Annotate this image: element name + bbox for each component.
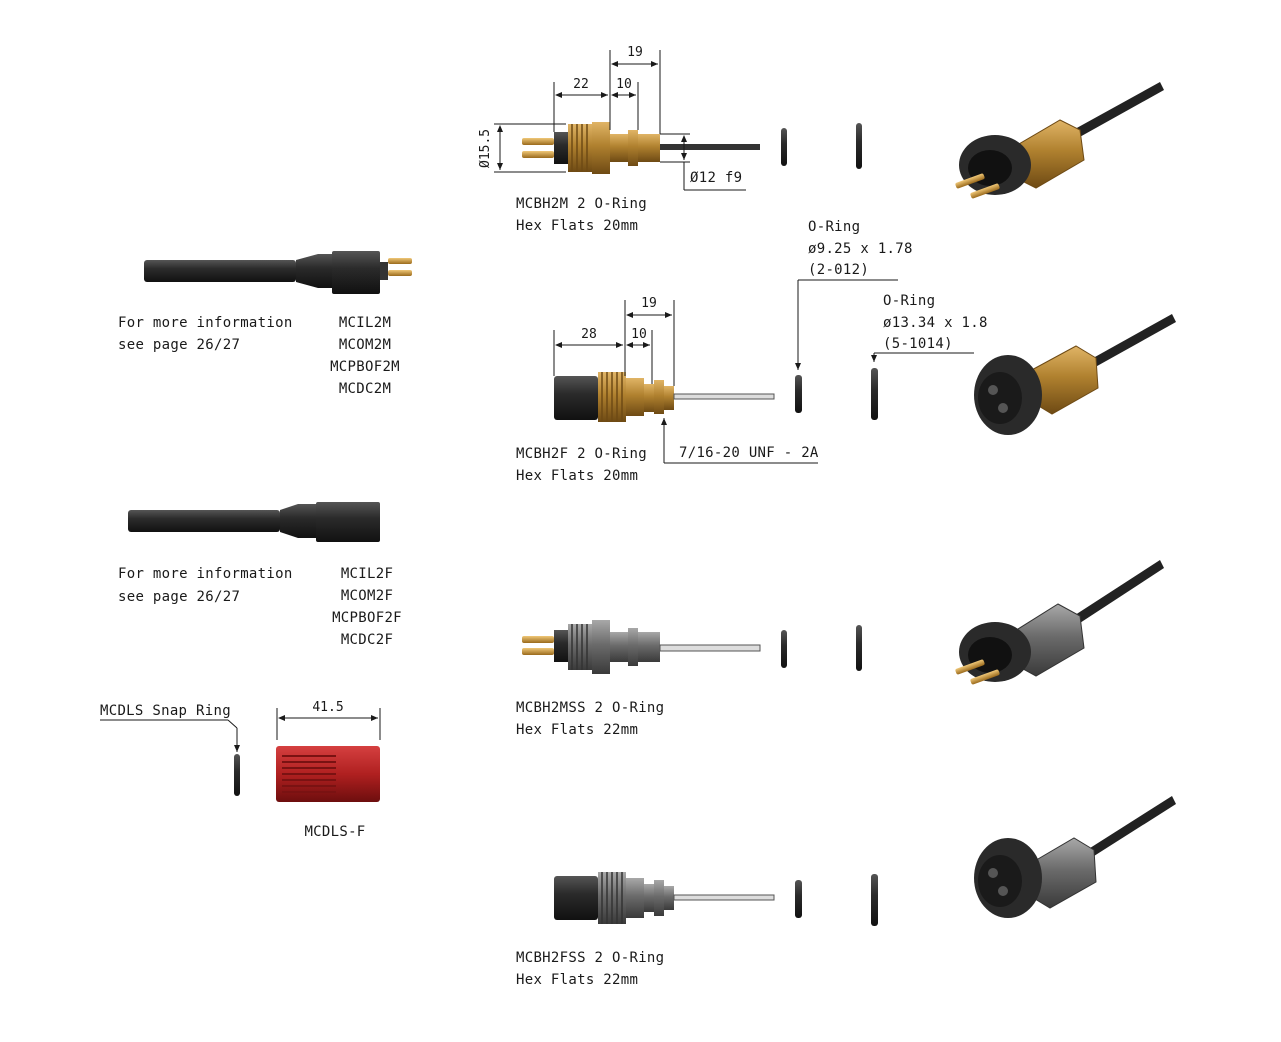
mcbh2f-dim-thread: 28 [581, 327, 597, 342]
mcbh2f-side-view [554, 372, 775, 422]
male-cable-connector [144, 251, 412, 294]
red-lock-sleeve [276, 708, 381, 802]
snap-ring-label: MCDLS Snap Ring [100, 703, 231, 719]
male-info-line2: see page 26/27 [118, 337, 241, 353]
o-ring-2-title: O-Ring [883, 293, 936, 309]
mcbh2m-side-view [522, 122, 760, 174]
female-info-line2: see page 26/27 [118, 589, 241, 605]
mcbh2f-dim-body: 10 [631, 327, 647, 342]
o-ring-1-size: ø9.25 x 1.78 [808, 241, 913, 257]
mcbh2m-name: MCBH2M 2 O-Ring [516, 196, 647, 212]
male-info-line1: For more information [118, 315, 293, 331]
mcbh2m-dim-body: 10 [616, 77, 632, 92]
o-ring-1-code: (2-012) [808, 262, 870, 278]
mcbh2mss-3d-render [955, 560, 1164, 685]
mcbh2m-dim-diameter: Ø15.5 [478, 128, 493, 168]
female-info-line1: For more information [118, 566, 293, 582]
mcbh2f-name: MCBH2F 2 O-Ring [516, 446, 647, 462]
mcbh2f-hex: Hex Flats 20mm [516, 468, 639, 484]
mcbh2f-o-rings [795, 279, 974, 420]
male-model-1: MCIL2M [338, 315, 392, 331]
mcbh2f-dim-overall: 19 [641, 296, 657, 311]
mcbh2f-thread-spec: 7/16-20 UNF - 2A [679, 445, 819, 461]
mcbh2f-dimension-lines [553, 300, 818, 464]
male-model-4: MCDC2M [338, 381, 392, 397]
mcbh2fss-name: MCBH2FSS 2 O-Ring [516, 950, 665, 966]
mcbh2fss-3d-render [974, 796, 1176, 918]
mcbh2mss-name: MCBH2MSS 2 O-Ring [516, 700, 665, 716]
mcbh2fss-side-view [554, 872, 775, 924]
o-ring-1-title: O-Ring [808, 219, 861, 235]
mcbh2mss-o-rings [781, 625, 862, 671]
mcbh2fss-hex: Hex Flats 22mm [516, 972, 639, 988]
o-ring-2-code: (5-1014) [883, 336, 953, 352]
female-cable-connector [128, 502, 380, 542]
mcbh2m-hex: Hex Flats 20mm [516, 218, 639, 234]
snap-ring-callout [100, 719, 240, 796]
sleeve-dimension: 41.5 [312, 700, 344, 715]
female-model-4: MCDC2F [340, 632, 394, 648]
mcbh2m-dim-shaft: Ø12 f9 [690, 170, 743, 186]
mcbh2m-3d-render [955, 82, 1164, 199]
male-model-2: MCOM2M [338, 337, 392, 353]
female-model-1: MCIL2F [340, 566, 394, 582]
mcbh2fss-o-rings [795, 874, 878, 926]
mcbh2f-3d-render [974, 314, 1176, 435]
sleeve-label: MCDLS-F [304, 824, 366, 840]
mcbh2m-dimension-lines [494, 50, 746, 191]
female-model-2: MCOM2F [340, 588, 394, 604]
mcbh2mss-side-view [522, 620, 761, 674]
mcbh2m-dim-overall: 19 [627, 45, 643, 60]
o-ring-2-size: ø13.34 x 1.8 [883, 315, 988, 331]
mcbh2m-o-rings [781, 123, 862, 169]
mcbh2mss-hex: Hex Flats 22mm [516, 722, 639, 738]
male-model-3: MCPBOF2M [330, 359, 400, 375]
female-model-3: MCPBOF2F [332, 610, 402, 626]
mcbh2m-dim-thread: 22 [573, 77, 589, 92]
